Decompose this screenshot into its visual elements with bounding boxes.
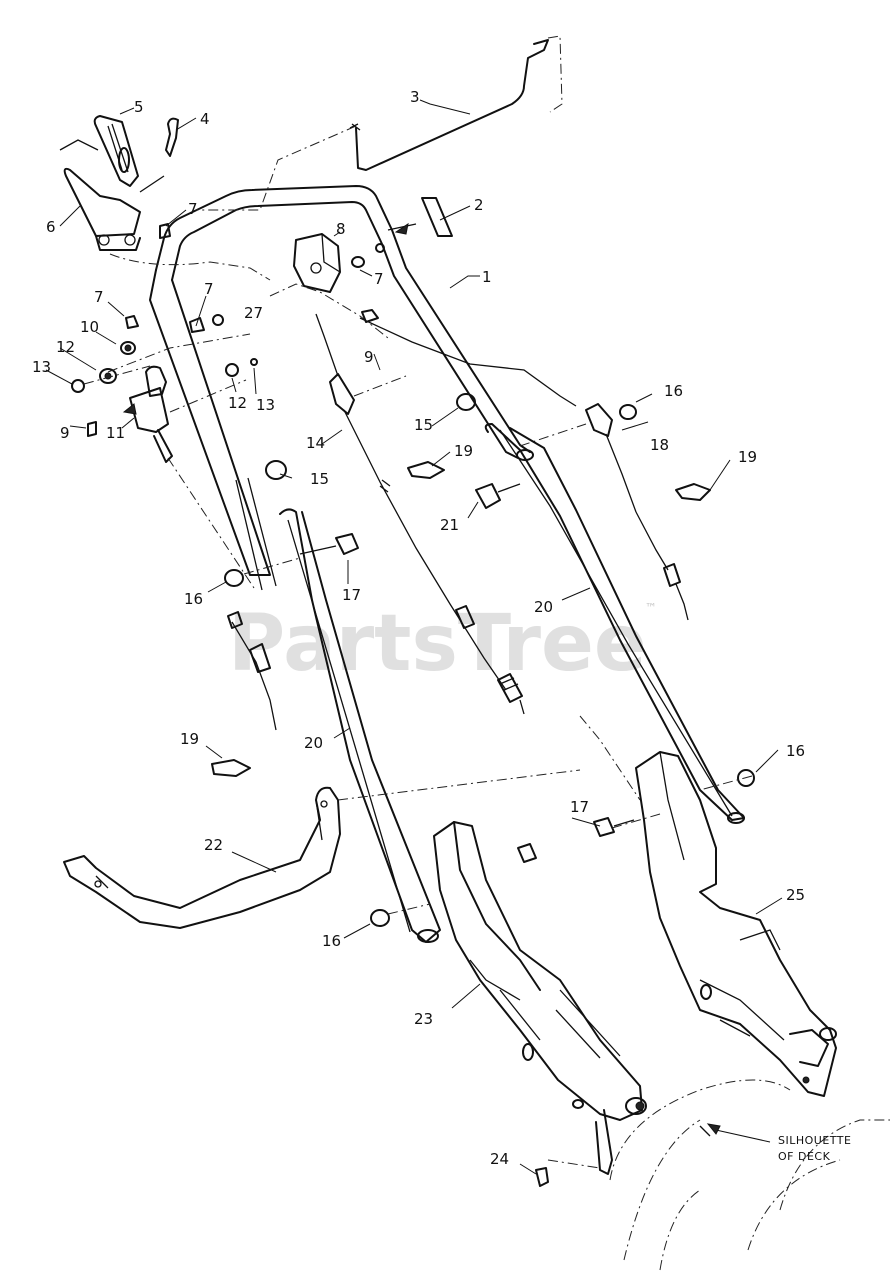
callout-21: 21 — [440, 516, 459, 534]
callout-12-right: 12 — [228, 394, 247, 412]
callout-9-left: 9 — [60, 424, 70, 442]
upper-handle-part — [149, 185, 534, 591]
callout-7-top: 7 — [188, 200, 198, 218]
callout-19-left: 19 — [180, 730, 199, 748]
rod-part — [196, 35, 563, 211]
callout-7-left: 7 — [94, 288, 104, 306]
callout-24: 24 — [490, 1150, 509, 1168]
decal-part — [387, 197, 453, 237]
callout-18: 18 — [650, 436, 669, 454]
callout-1: 1 — [482, 268, 492, 286]
callout-22: 22 — [204, 836, 223, 854]
deck-note-line1: SILHOUETTE — [778, 1134, 851, 1147]
cable-part — [315, 309, 577, 715]
right-bracket-part — [635, 751, 837, 1097]
small-bolt-part — [535, 1167, 549, 1187]
lower-handle-left-part — [279, 508, 441, 943]
callout-13-right: 13 — [256, 396, 275, 414]
callout-7-mid: 7 — [204, 280, 214, 298]
callout-16-bottom: 16 — [322, 932, 341, 950]
lower-bar-part — [63, 715, 641, 929]
callout-25: 25 — [786, 886, 805, 904]
latch-assembly-parts — [59, 115, 271, 281]
left-bracket-part — [433, 821, 647, 1175]
callout-15-right: 15 — [414, 416, 433, 434]
right-cable-part — [519, 403, 689, 621]
clip-parts — [211, 461, 711, 777]
callout-2: 2 — [474, 196, 484, 214]
deck-note-line2: OF DECK — [778, 1150, 831, 1163]
callout-19-right: 19 — [738, 448, 757, 466]
cable-guide-part — [269, 233, 389, 339]
callout-20-left: 20 — [304, 734, 323, 752]
control-lever-part — [122, 365, 255, 589]
callout-27: 27 — [244, 304, 263, 322]
callout-23: 23 — [414, 1010, 433, 1028]
callout-labels: 1 2 3 4 5 6 7 7 7 7 8 9 9 10 11 12 12 13… — [32, 88, 851, 1168]
callout-9-center: 9 — [364, 348, 374, 366]
callout-17-left: 17 — [342, 586, 361, 604]
callout-7-right: 7 — [374, 270, 384, 288]
callout-11: 11 — [106, 424, 125, 442]
watermark-trademark: ™ — [645, 601, 657, 615]
lower-handle-right-part — [484, 423, 745, 824]
callout-3: 3 — [410, 88, 420, 106]
knob-parts — [265, 393, 476, 480]
leader-lines — [45, 99, 783, 1175]
watermark-brand: PartsTree — [228, 599, 647, 689]
callout-16-right: 16 — [786, 742, 805, 760]
callout-16-top: 16 — [664, 382, 683, 400]
nut-bolt-parts — [224, 533, 755, 927]
callout-10: 10 — [80, 318, 99, 336]
deck-silhouette — [609, 1079, 890, 1271]
callout-5: 5 — [134, 98, 144, 116]
knob-bolt-part — [475, 483, 521, 509]
callout-15-left: 15 — [310, 470, 329, 488]
callout-13-left: 13 — [32, 358, 51, 376]
callout-20-right: 20 — [534, 598, 553, 616]
callout-4: 4 — [200, 110, 210, 128]
callout-8: 8 — [336, 220, 346, 238]
callout-19-center: 19 — [454, 442, 473, 460]
callout-12-left: 12 — [56, 338, 75, 356]
callout-17-right: 17 — [570, 798, 589, 816]
callout-14: 14 — [306, 434, 325, 452]
link-rod-part — [227, 611, 277, 731]
callout-6: 6 — [46, 218, 56, 236]
callout-16-left: 16 — [184, 590, 203, 608]
small-hardware-parts — [71, 223, 258, 437]
